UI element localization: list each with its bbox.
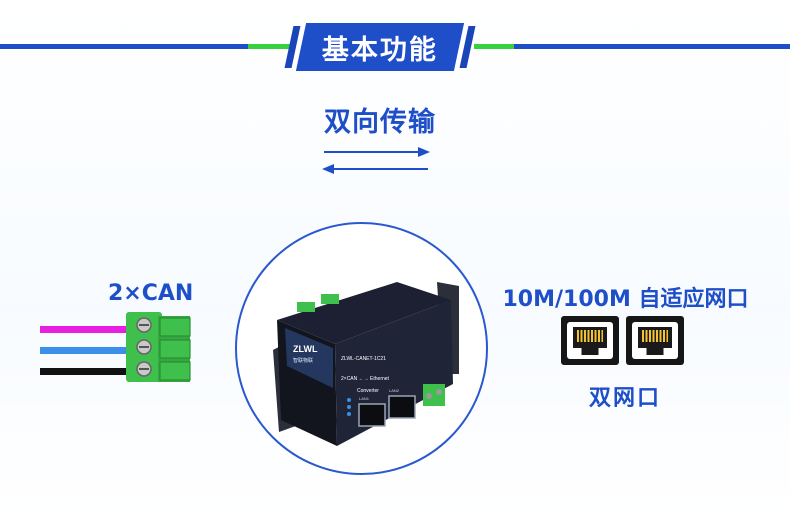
ethernet-port-icon (626, 316, 684, 365)
bidirectional-arrows-icon (322, 147, 430, 174)
title-rule-left-accent (248, 44, 290, 49)
device-port-label-2: LAN2 (389, 388, 400, 393)
device-model: ZLWL-CANET-1C21 (341, 356, 386, 362)
section-title-box: 基本功能 (295, 23, 465, 71)
title-rule-right (514, 44, 790, 49)
terminal-block-icon (126, 312, 191, 382)
ethernet-label: 10M/100M 自适应网口 (502, 287, 749, 312)
device-line2: Converter (357, 388, 379, 394)
device-showcase-circle: ZLWL 智联物联 ZLWL-CANET-1C21 2×CAN ←→ Ether… (235, 222, 488, 475)
device-logo: ZLWL (293, 344, 318, 354)
title-rule-left (0, 44, 248, 49)
can-wire-blue (40, 347, 140, 354)
ethernet-port-icon (561, 316, 619, 365)
section-title: 基本功能 (322, 34, 438, 66)
dual-port-label: 双网口 (588, 386, 661, 411)
can-ethernet-converter-device: ZLWL 智联物联 ZLWL-CANET-1C21 2×CAN ←→ Ether… (273, 282, 459, 446)
device-logo-sub: 智联物联 (293, 357, 313, 364)
device-port-label-1: LAN1 (359, 396, 370, 401)
ethernet-ports-group (561, 316, 684, 365)
device-line1: 2×CAN ←→ Ethernet (341, 376, 390, 382)
can-label: 2×CAN (108, 281, 194, 306)
can-wire-magenta (40, 326, 140, 333)
can-wire-black (40, 368, 140, 375)
title-rule-right-accent (474, 44, 514, 49)
bidirectional-label: 双向传输 (324, 107, 436, 138)
